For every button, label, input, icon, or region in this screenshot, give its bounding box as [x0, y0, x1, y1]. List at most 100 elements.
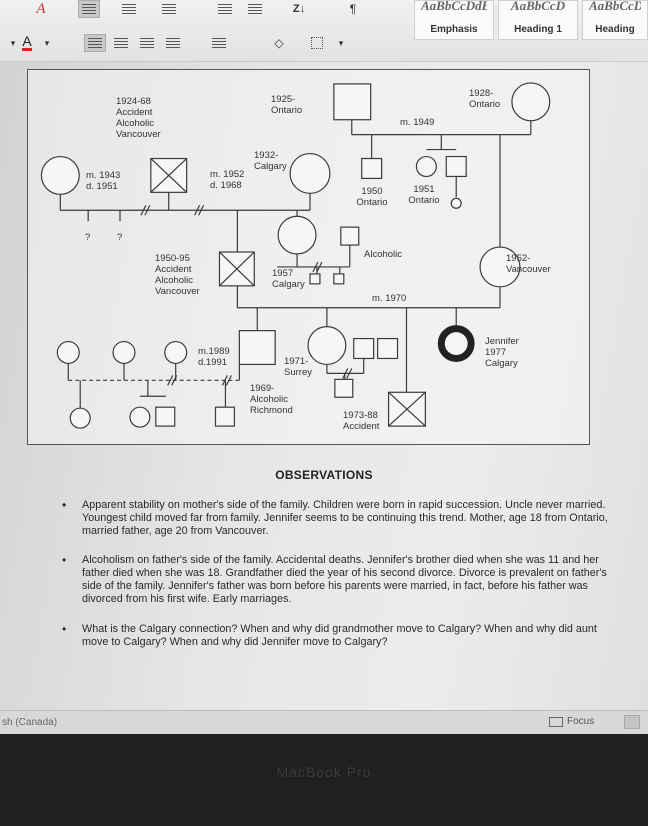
child-square: [155, 406, 176, 427]
text-effects-icon[interactable]: A: [36, 0, 46, 17]
brother-divorce: d.1991: [198, 357, 228, 368]
sister-partner-square: [353, 337, 375, 360]
mgf-place: Ontario: [271, 105, 303, 116]
style-label: Emphasis: [430, 24, 478, 35]
genogram-figure: 1924-68 Accident Alcoholic Vancouver 193…: [27, 69, 590, 445]
style-label: Heading: [595, 24, 635, 35]
language-indicator[interactable]: sh (Canada): [2, 717, 58, 728]
borders-icon[interactable]: [306, 34, 328, 52]
laptop-bezel: MacBook Pro: [0, 734, 648, 826]
twin-square: [445, 155, 467, 178]
jennifer-name: Jennifer: [485, 336, 519, 347]
observation-text: What is the Calgary connection? When and…: [82, 623, 597, 648]
uncle-square: [361, 157, 383, 180]
show-formatting-icon[interactable]: ¶: [349, 2, 357, 16]
focus-icon: [549, 716, 563, 727]
chevron-down-icon[interactable]: ▾: [10, 37, 16, 48]
ribbon-toolbar: A Z↓ ¶ ▾ A ▾ ◇ ▾ AaBbCcDdEe Emphasis AaB…: [0, 0, 648, 62]
gm-marriage: m. 1952: [210, 169, 245, 180]
multilevel-list-icon[interactable]: [158, 0, 180, 18]
father-alcohol: Alcoholic: [155, 275, 194, 286]
view-layout-icon[interactable]: [624, 715, 640, 729]
mother-year: 1952-: [506, 253, 531, 264]
divorce-mark: [225, 375, 232, 386]
spouse-circle: [112, 340, 136, 365]
bullets-list-icon[interactable]: [78, 0, 100, 18]
sister-circle: [307, 326, 347, 366]
observation-item: • What is the Calgary connection? When a…: [62, 623, 622, 649]
gm-year: 1932-: [254, 150, 279, 161]
mother-place: Vancouver: [506, 264, 551, 275]
divorce-mark: [198, 205, 205, 216]
marriage-1970: m. 1970: [372, 293, 407, 304]
child-circle: [450, 197, 462, 209]
divorce-mark: [194, 205, 201, 216]
jennifer-place: Calgary: [485, 358, 518, 369]
chevron-down-icon[interactable]: ▾: [338, 37, 344, 48]
child-circle: [129, 406, 151, 428]
divorce-mark: [140, 205, 147, 216]
marriage-1949: m. 1949: [400, 117, 435, 128]
gm-place: Calgary: [254, 161, 287, 172]
font-color-icon[interactable]: A: [22, 33, 32, 51]
aunt-partner-square: [340, 226, 360, 246]
spouse-circle: [56, 340, 80, 365]
gf-place: Vancouver: [116, 129, 161, 140]
justify-icon[interactable]: [162, 34, 184, 52]
style-emphasis[interactable]: AaBbCcDdEe Emphasis: [414, 0, 494, 40]
gm-divorce: d. 1968: [210, 180, 242, 191]
mgm-year: 1928-: [469, 88, 494, 99]
father-cause: Accident: [155, 264, 192, 275]
focus-button[interactable]: Focus: [549, 716, 594, 727]
style-preview: AaBbCcD: [510, 0, 566, 13]
aunt-year: 1957: [272, 268, 294, 279]
brother-1973-years: 1973-88: [343, 410, 378, 421]
divorce-mark: [171, 375, 178, 386]
observation-text: Apparent stability on mother's side of t…: [82, 499, 608, 537]
partner-alcohol: Alcoholic: [364, 249, 403, 260]
child-circle: [69, 407, 91, 429]
style-heading-1[interactable]: AaBbCcD Heading 1: [498, 0, 578, 40]
observation-item: • Alcoholism on father's side of the fam…: [62, 554, 622, 606]
shading-icon[interactable]: ◇: [274, 36, 284, 50]
unknown-child: ?: [117, 232, 123, 243]
deceased-cross: [219, 251, 255, 287]
first-divorce: d. 1951: [86, 181, 118, 192]
divorce-mark: [316, 261, 323, 273]
sister-place: Surrey: [284, 367, 312, 378]
divorce-mark: [312, 261, 319, 273]
increase-indent-icon[interactable]: [244, 0, 266, 18]
divorce-mark: [167, 375, 174, 386]
chevron-down-icon[interactable]: ▾: [44, 37, 50, 48]
sort-icon[interactable]: Z↓: [292, 3, 306, 15]
brother-1973-cause: Accident: [343, 421, 380, 432]
maternal-grandfather-square: [333, 83, 372, 121]
nephew-square: [334, 378, 354, 398]
observation-text: Alcoholism on father's side of the famil…: [82, 554, 607, 605]
style-heading-2[interactable]: AaBbCcD Heading: [582, 0, 648, 40]
style-preview: AaBbCcD: [589, 0, 641, 13]
align-left-icon[interactable]: [84, 34, 106, 52]
divorce-mark: [144, 205, 151, 216]
document-page[interactable]: 1924-68 Accident Alcoholic Vancouver 193…: [0, 62, 648, 710]
line-spacing-icon[interactable]: [208, 34, 230, 52]
align-right-icon[interactable]: [136, 34, 158, 52]
bullet-icon: •: [62, 498, 67, 512]
brother-marriage: m.1989: [198, 346, 230, 357]
genogram-diagram: [40, 82, 551, 429]
style-label: Heading 1: [514, 24, 562, 35]
observation-item: • Apparent stability on mother's side of…: [62, 499, 622, 538]
aunt-place: Calgary: [272, 279, 305, 290]
jennifer-circle: [437, 325, 475, 362]
grandmother-circle: [289, 152, 331, 194]
twin-place: Ontario: [408, 195, 440, 206]
align-center-icon[interactable]: [110, 34, 132, 52]
mgf-year: 1925-: [271, 94, 296, 105]
maternal-grandmother-circle: [511, 82, 551, 122]
numbered-list-icon[interactable]: [118, 0, 140, 18]
twin-circle: [415, 155, 437, 178]
cousin-square: [333, 273, 345, 285]
gf-alcohol: Alcoholic: [116, 118, 155, 129]
brother-1969-year: 1969-: [250, 383, 275, 394]
decrease-indent-icon[interactable]: [214, 0, 236, 18]
